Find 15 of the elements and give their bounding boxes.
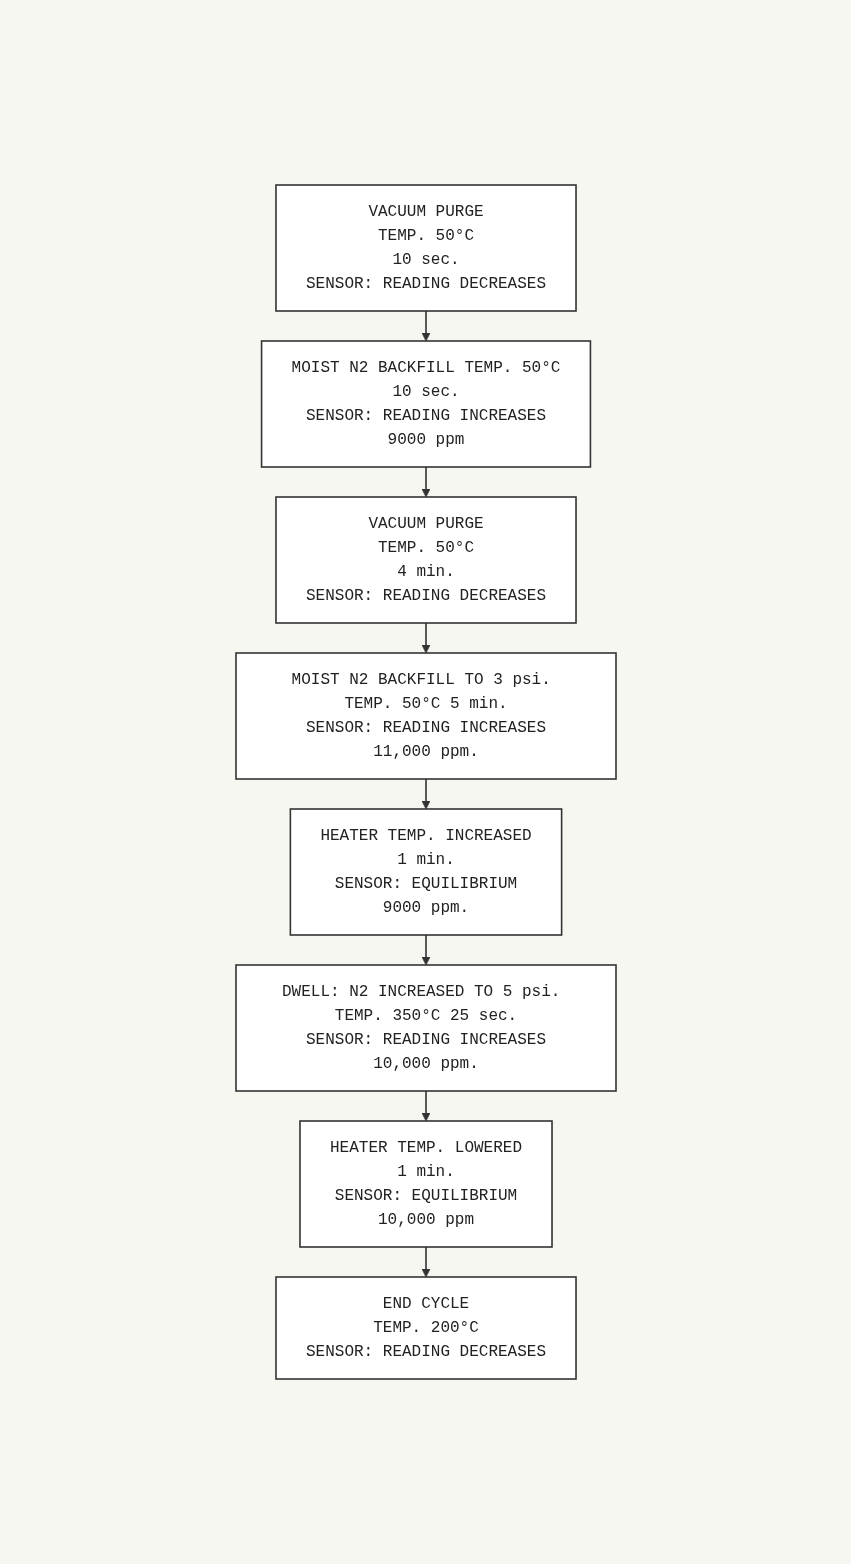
arrow [421,934,430,966]
arrow [421,622,430,654]
node-box: MOIST N2 BACKFILL TEMP. 50°C 10 sec. SENSOR: READING INCREASES 9000 ppm [260,340,591,468]
node-box: END CYCLE TEMP. 200°C SENSOR: READING DECREASES [274,1276,577,1380]
node-box: HEATER TEMP. LOWERED 1 min. SENSOR: EQUILIBRIUM 10,000 ppm [298,1120,553,1248]
node-box: VACUUM PURGE TEMP. 50°C 10 sec. SENSOR: READING DECREASES [274,184,577,312]
arrow [421,1246,430,1278]
node-box: DWELL: N2 INCREASED TO 5 psi. TEMP. 350°C 25 sec. SENSOR: READING INCREASES 10,000 ppm. [234,964,617,1092]
node-box: HEATER TEMP. INCREASED 1 min. SENSOR: EQUILIBRIUM 9000 ppm. [289,808,562,936]
node-box: VACUUM PURGE TEMP. 50°C 4 min. SENSOR: READING DECREASES [274,496,577,624]
node-box: MOIST N2 BACKFILL TO 3 psi. TEMP. 50°C 5 min. SENSOR: READING INCREASES 11,000 ppm. [234,652,617,780]
arrow [421,466,430,498]
arrow [421,778,430,810]
arrow [421,1090,430,1122]
arrow [421,310,430,342]
